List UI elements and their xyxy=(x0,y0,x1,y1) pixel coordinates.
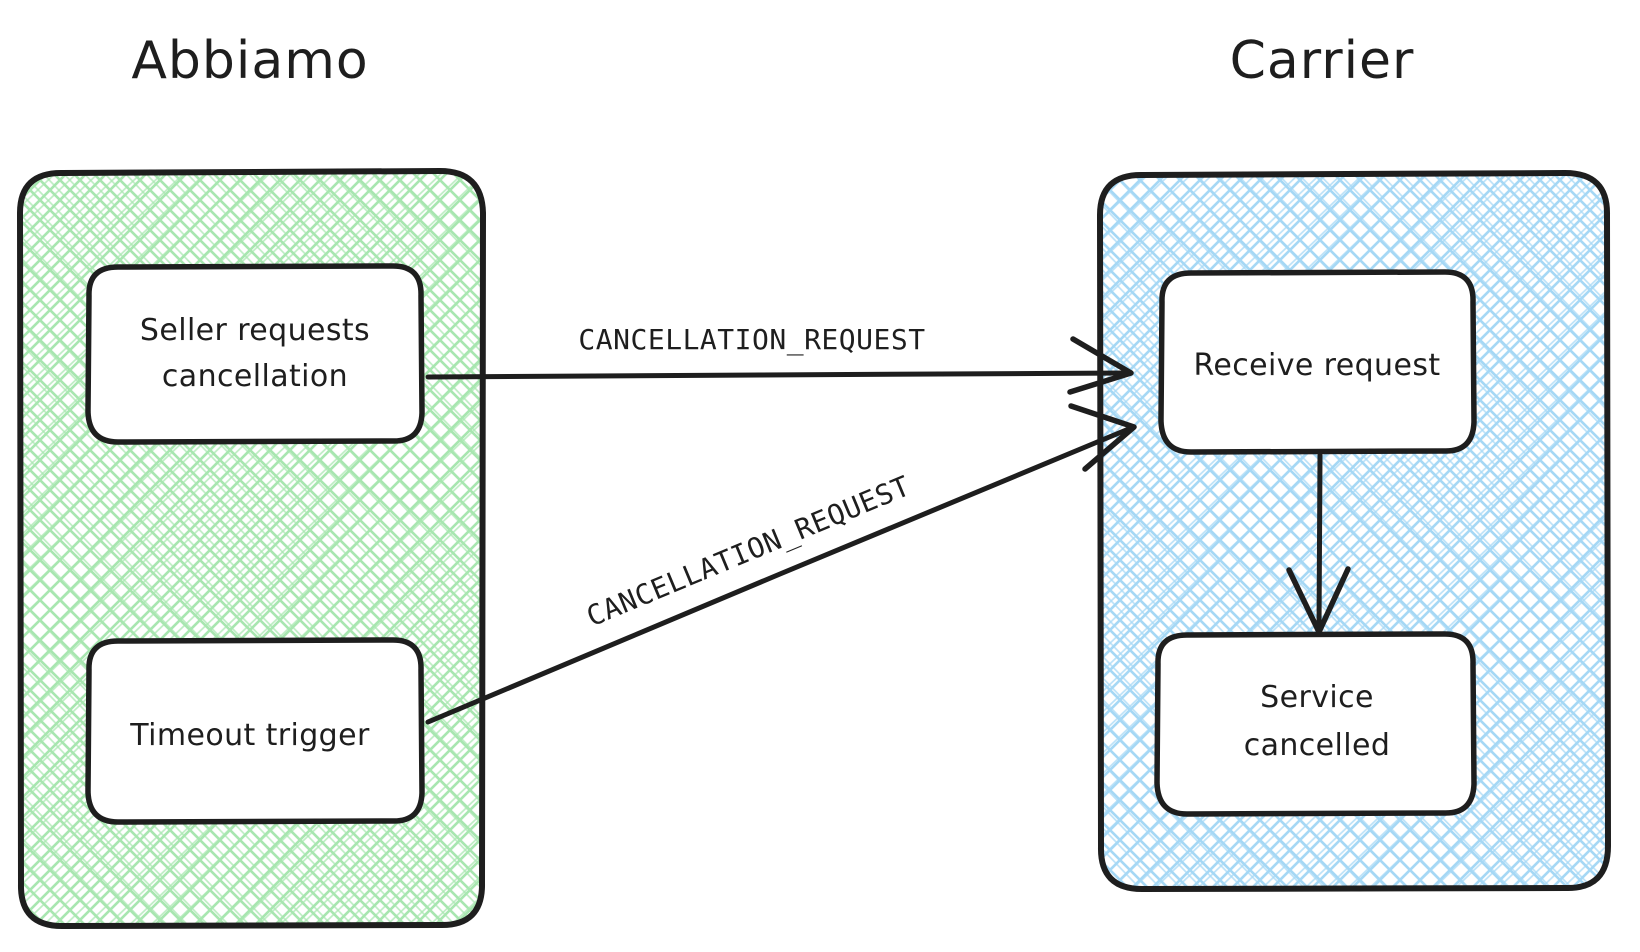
lane-title-abbiamo: Abbiamo xyxy=(131,31,368,91)
node-seller-label-line1: Seller requests xyxy=(140,313,370,348)
node-seller-border xyxy=(85,263,425,445)
lane-abbiamo[interactable]: Abbiamo Seller requests cancellation Tim… xyxy=(17,31,486,929)
node-service-fill xyxy=(1157,634,1474,814)
lane-abbiamo-border xyxy=(17,168,486,929)
edge-top-line xyxy=(425,370,1131,380)
edge-top-arrowhead-icon xyxy=(1067,336,1134,395)
edge-receive-to-service[interactable] xyxy=(1286,452,1351,635)
node-seller-fill xyxy=(88,266,422,442)
node-receive-fill xyxy=(1161,272,1474,452)
edge-diagonal-arrowhead-icon xyxy=(1068,403,1137,472)
node-seller-requests-cancellation[interactable]: Seller requests cancellation xyxy=(85,263,425,445)
node-service-cancelled[interactable]: Service cancelled xyxy=(1154,631,1477,817)
node-timeout-trigger[interactable]: Timeout trigger xyxy=(85,637,425,825)
lane-carrier[interactable]: Carrier Receive request Service cancelle… xyxy=(1097,31,1611,892)
edge-cancellation-request-top[interactable]: CANCELLATION_REQUEST xyxy=(425,323,1134,395)
node-timeout-fill xyxy=(88,640,422,822)
node-service-border xyxy=(1154,631,1477,817)
node-timeout-label: Timeout trigger xyxy=(129,718,370,753)
node-service-label-line1: Service xyxy=(1260,680,1374,715)
node-receive-label: Receive request xyxy=(1193,348,1440,383)
node-receive-border xyxy=(1158,269,1477,455)
lane-title-carrier: Carrier xyxy=(1230,31,1415,91)
edge-cancellation-request-diagonal[interactable]: CANCELLATION_REQUEST xyxy=(425,403,1137,725)
node-seller-label-line2: cancellation xyxy=(162,359,348,394)
node-receive-request[interactable]: Receive request xyxy=(1158,269,1477,455)
edge-diagonal-line xyxy=(425,425,1134,725)
edge-diagonal-label: CANCELLATION_REQUEST xyxy=(582,469,916,634)
lane-carrier-border xyxy=(1097,170,1611,892)
edge-top-label: CANCELLATION_REQUEST xyxy=(578,323,925,357)
node-service-label-line2: cancelled xyxy=(1244,728,1391,763)
node-timeout-border xyxy=(85,637,425,825)
edge-vertical-line xyxy=(1316,452,1323,633)
edge-vertical-arrowhead-icon xyxy=(1286,566,1351,635)
